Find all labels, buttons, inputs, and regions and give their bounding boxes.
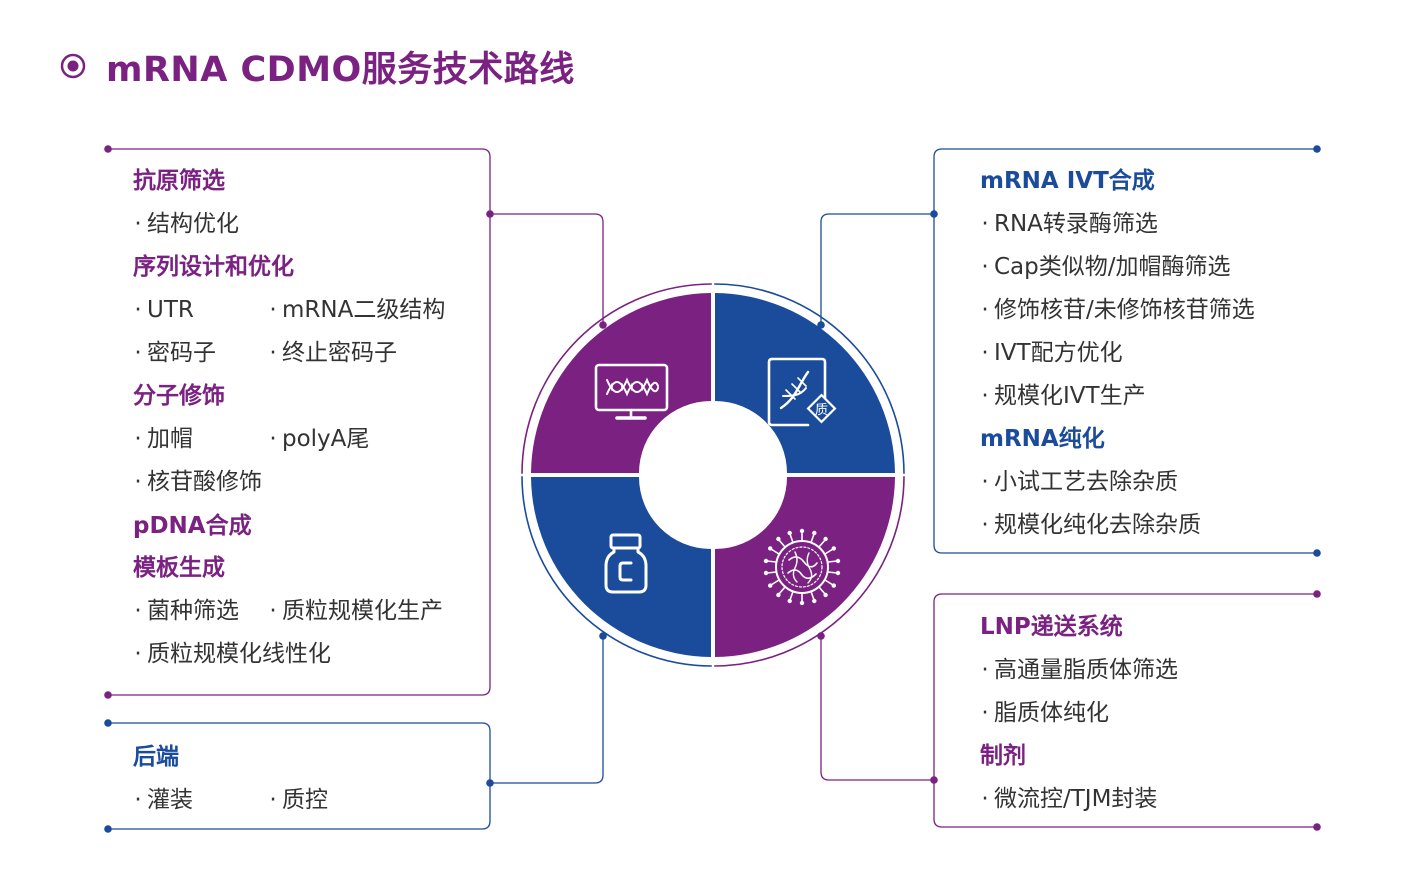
central-wheel bbox=[521, 283, 905, 667]
item-structure-optimization: ·结构优化 bbox=[134, 211, 239, 237]
item-plasmid-production: ·质粒规模化生产 bbox=[269, 598, 443, 624]
dna-quality-document-icon: 质 bbox=[767, 357, 837, 427]
connector-right-bottom bbox=[817, 632, 938, 784]
monitor-dna-icon bbox=[594, 363, 669, 420]
item-scaled-impurity-removal: ·规模化纯化去除杂质 bbox=[981, 512, 1201, 538]
item-liposome-screening: ·高通量脂质体筛选 bbox=[981, 657, 1178, 683]
item-lab-impurity-removal: ·小试工艺去除杂质 bbox=[981, 469, 1178, 495]
item-nucleoside-screening: ·修饰核苷/未修饰核苷筛选 bbox=[981, 297, 1255, 323]
item-plasmid-linearization: ·质粒规模化线性化 bbox=[134, 641, 331, 667]
radio-target-icon bbox=[60, 53, 86, 79]
quadrant-bottom-right bbox=[715, 477, 895, 657]
connector-left-bottom bbox=[486, 632, 607, 787]
item-codon: ·密码子 bbox=[134, 340, 216, 366]
heading-template-generation: 模板生成 bbox=[133, 555, 225, 581]
virus-particle-icon bbox=[763, 528, 841, 606]
right-bottom-box-frame bbox=[933, 590, 1321, 831]
heading-backend: 后端 bbox=[133, 744, 179, 770]
quality-badge-label: 质 bbox=[815, 403, 828, 418]
right-top-box-frame bbox=[933, 145, 1321, 557]
heading-sequence-design: 序列设计和优化 bbox=[133, 254, 294, 280]
heading-pdna-synthesis: pDNA合成 bbox=[133, 513, 252, 539]
item-microfluidic-encapsulation: ·微流控/TJM封装 bbox=[981, 786, 1158, 812]
item-quality-control: ·质控 bbox=[269, 787, 328, 813]
item-ivt-formula-optimization: ·IVT配方优化 bbox=[981, 340, 1123, 366]
item-rna-polymerase-screening: ·RNA转录酶筛选 bbox=[981, 211, 1158, 237]
item-polya-tail: ·polyA尾 bbox=[269, 426, 370, 452]
heading-antigen-screening: 抗原筛选 bbox=[133, 168, 225, 194]
left-bottom-box-frame bbox=[104, 719, 491, 833]
item-liposome-purification: ·脂质体纯化 bbox=[981, 700, 1109, 726]
heading-molecular-modification: 分子修饰 bbox=[133, 383, 225, 409]
item-capping: ·加帽 bbox=[134, 426, 193, 452]
quadrant-top-right bbox=[715, 293, 895, 473]
heading-mrna-purification: mRNA纯化 bbox=[980, 426, 1105, 452]
page-title: mRNA CDMO服务技术路线 bbox=[106, 49, 575, 90]
item-scaled-ivt-production: ·规模化IVT生产 bbox=[981, 383, 1146, 409]
item-utr: ·UTR bbox=[134, 297, 194, 323]
item-stop-codon: ·终止密码子 bbox=[269, 340, 397, 366]
left-top-box-frame bbox=[104, 145, 491, 699]
item-cap-analog-screening: ·Cap类似物/加帽酶筛选 bbox=[981, 254, 1231, 280]
heading-formulation: 制剂 bbox=[980, 743, 1026, 769]
connector-right-top bbox=[817, 210, 938, 329]
heading-lnp-delivery: LNP递送系统 bbox=[980, 614, 1123, 640]
item-filling: ·灌装 bbox=[134, 787, 193, 813]
item-nucleotide-modification: ·核苷酸修饰 bbox=[134, 469, 262, 495]
item-mrna-secondary-structure: ·mRNA二级结构 bbox=[269, 297, 446, 323]
connector-left-top bbox=[486, 210, 607, 329]
item-strain-screening: ·菌种筛选 bbox=[134, 598, 239, 624]
page-header: mRNA CDMO服务技术路线 bbox=[60, 38, 575, 94]
heading-mrna-ivt-synthesis: mRNA IVT合成 bbox=[980, 168, 1155, 194]
vial-icon bbox=[604, 533, 648, 594]
